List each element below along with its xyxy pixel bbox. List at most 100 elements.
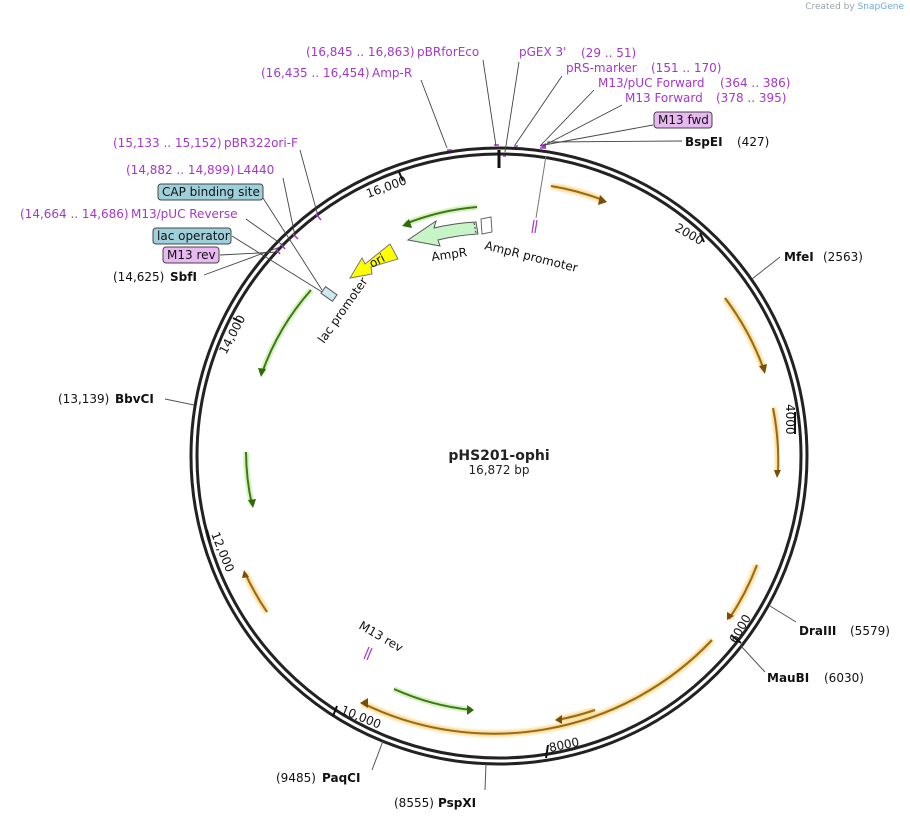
orf-arrow (360, 637, 715, 737)
tick-label: 8000 (548, 735, 581, 755)
m13rev-inner-mark (363, 646, 370, 660)
primer-name: L4440 (237, 163, 274, 177)
orf-arrow (550, 183, 607, 205)
primer-name: pBR322ori-F (224, 136, 298, 150)
tick-mark (699, 232, 705, 243)
primer-name: pGEX 3' (519, 45, 566, 59)
orf-arrow (770, 407, 782, 478)
enzyme-name: MfeI (784, 250, 814, 264)
m13-fwd-label: M13 fwd (658, 113, 709, 127)
orf-arrow (402, 204, 478, 228)
orf-arrow (555, 707, 596, 724)
primer-range: (364 .. 386) (720, 76, 790, 90)
primer-range: (16,845 .. 16,863) (306, 45, 415, 59)
cap-binding-site-label: CAP binding site (162, 185, 260, 199)
primer-mark (292, 233, 299, 240)
orf-arrow (258, 288, 314, 377)
leader (420, 79, 448, 149)
enzyme-position: (6030) (824, 671, 864, 685)
primer-name: pRS-marker (566, 61, 637, 75)
enzyme-position: (2563) (823, 250, 863, 264)
leader (539, 89, 595, 147)
leader (219, 251, 279, 256)
leader (542, 104, 623, 147)
primer-range: (15,133 .. 15,152) (113, 136, 222, 150)
primer-range: (16,435 .. 16,454) (261, 66, 370, 80)
leader (484, 763, 487, 791)
m13-rev-label: M13 rev (167, 248, 216, 262)
enzyme-name: BbvCI (115, 392, 154, 406)
enzyme-name: SbfI (170, 270, 197, 284)
ampr-arrow (406, 219, 479, 247)
tick-mark (545, 744, 549, 759)
leader (371, 740, 384, 771)
primer-mark (275, 248, 281, 255)
leader (769, 605, 797, 623)
ampr-label: AmpR (430, 245, 467, 264)
credit-prefix: Created by (805, 2, 855, 12)
ampr-promoter-label: AmpR promoter (483, 238, 579, 275)
ori-label: ori (367, 251, 387, 271)
m13-rev-box: M13 rev (162, 246, 220, 264)
leader (164, 398, 195, 406)
orf-arrow (243, 451, 256, 508)
plasmid-name: pHS201-ophi (448, 448, 549, 464)
enzyme-name: PspXI (438, 796, 476, 810)
tick-label: 4000 (783, 404, 797, 435)
primer-range: (378 .. 395) (716, 91, 786, 105)
primer-name: Amp-R (372, 66, 412, 80)
leader (482, 59, 497, 147)
enzyme-name: MauBI (767, 671, 809, 685)
enzyme-position: (8555) (394, 796, 434, 810)
green-features (243, 204, 478, 715)
lac-operator-box: lac operator (152, 227, 232, 245)
enzyme-position: (427) (737, 135, 769, 149)
leader (546, 140, 683, 143)
m13rev-inner-mark (366, 647, 373, 661)
tick-mark (232, 317, 242, 323)
leader (203, 246, 281, 276)
lac-operator-label: lac operator (157, 229, 230, 243)
backbone-outer (189, 146, 809, 766)
primer-name: pBRforEco (417, 45, 479, 59)
ori-arrow (349, 243, 399, 279)
cap-binding-site-box: CAP binding site (157, 183, 264, 201)
orf-arrow (722, 296, 767, 374)
primer-range: (14,882 .. 14,899) (126, 163, 235, 177)
snapgene-logo: SnapGene (857, 2, 904, 12)
tick-mark (398, 171, 404, 182)
primer-mark (534, 219, 538, 234)
orf-arrow (242, 570, 270, 614)
primer-range: (151 .. 170) (651, 61, 721, 75)
lac-promoter-label: lac promoter (315, 275, 371, 346)
orange-features (242, 183, 782, 737)
primer-mark (315, 213, 322, 221)
primer-range: (29 .. 51) (581, 46, 636, 60)
leader (231, 235, 323, 293)
leader (282, 177, 296, 237)
snapgene-credit: Created by SnapGene (805, 2, 904, 12)
ampr-promoter-box (480, 216, 493, 235)
enzyme-position: (9485) (276, 771, 316, 785)
enzyme-position: (5579) (850, 624, 890, 638)
lac-promoter-box (320, 286, 338, 302)
leader (262, 197, 323, 291)
enzyme-name: PaqCI (322, 771, 360, 785)
enzyme-name: DraIII (799, 624, 836, 638)
leader (751, 256, 781, 280)
leader (299, 149, 319, 217)
leader (504, 61, 520, 153)
leader (740, 645, 766, 673)
ampr-dotted (473, 222, 477, 234)
m13rev-inner-label: M13 rev (357, 618, 406, 654)
ampr-promoter-leader (535, 155, 547, 219)
m13-fwd-box: M13 fwd (653, 111, 713, 129)
tick-mark (206, 529, 211, 542)
primer-mark (531, 219, 535, 234)
primer-name: M13 Forward (625, 91, 703, 105)
orf-arrow (726, 563, 760, 621)
tick-mark (730, 634, 742, 644)
leader (245, 218, 285, 247)
leader (514, 75, 563, 146)
